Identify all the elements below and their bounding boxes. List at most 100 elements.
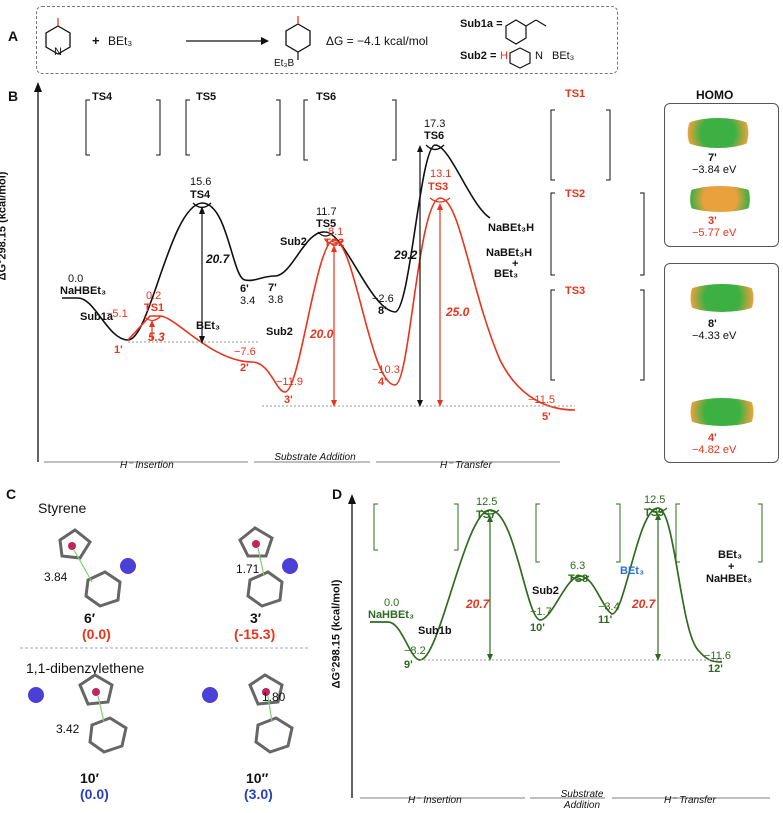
homo-4-name: 4' — [708, 432, 717, 444]
level-8-name: TS5 — [316, 218, 337, 230]
panel-b-profile — [34, 82, 645, 463]
struct-6-name: 6′ — [84, 610, 96, 626]
panel-b-letter: B — [8, 88, 19, 104]
d-level-5-value: −3.4 — [598, 601, 620, 613]
sub2-bet3: BEt₃ — [552, 50, 575, 62]
level-13-name: TS3 — [428, 181, 449, 193]
d-level-5-name: 11' — [598, 614, 613, 626]
level-0-name: NaHBEt₃ — [60, 285, 107, 297]
panel-a-letter: A — [8, 28, 19, 44]
ts3-bracket-label: TS3 — [565, 285, 586, 297]
bet3-out-label: BEt₃ — [196, 320, 221, 332]
d-bet3-in: BEt₃ — [620, 565, 645, 577]
homo-7-name: 7' — [708, 152, 717, 164]
d-level-7-value: −11.6 — [704, 650, 732, 662]
sub1a-label: Sub1a = — [460, 18, 503, 30]
d-sub2-label: Sub2 — [532, 585, 559, 597]
panel-c-structures — [20, 526, 310, 754]
level-2-name: TS1 — [144, 302, 165, 314]
homo-3-name: 3' — [708, 215, 717, 227]
level-9-value: 8.1 — [328, 226, 344, 238]
orbital-8 — [680, 284, 764, 312]
homo-4-energy: −4.82 eV — [692, 444, 737, 456]
d-level-0-name: NaHBEt₃ — [368, 609, 415, 621]
d-level-6-value: 12.5 — [644, 494, 666, 506]
homo-8-name: 8' — [708, 318, 717, 330]
sub2-n: N — [535, 50, 543, 62]
sub1b-label: Sub1b — [418, 625, 452, 637]
level-1-value: −5.1 — [106, 308, 128, 320]
d-level-6-name: TS9 — [644, 507, 665, 519]
dist-3: 1.71 — [236, 562, 260, 576]
ts4-label: TS4 — [92, 91, 113, 103]
level-11-name: 8' — [378, 305, 387, 317]
dist-10b: 1.80 — [262, 690, 286, 704]
level-4-name: TS4 — [190, 189, 211, 201]
homo-3-energy: −5.77 eV — [692, 227, 737, 239]
level-9-name: TS2 — [324, 237, 345, 249]
panel-c-letter: C — [6, 486, 17, 502]
d-barrier-ts9: 20.7 — [632, 597, 656, 611]
d-level-0-value: 0.0 — [384, 597, 400, 609]
struct-10-value: (0.0) — [80, 786, 109, 802]
level-10-name: 4' — [378, 376, 387, 388]
level-13-value: 13.1 — [430, 168, 452, 180]
level-3-value: −7.6 — [234, 346, 256, 358]
sub2-arrow-label-a: Sub2 — [280, 236, 307, 248]
d-plus: + — [728, 561, 735, 573]
barrier-ts2: 20.0 — [310, 327, 334, 341]
level-5-value: 3.4 — [240, 295, 256, 307]
phase-d-transfer: H⁻ Transfer — [664, 795, 716, 806]
level-7-name: 3' — [284, 394, 293, 406]
level-4-value: 15.6 — [190, 176, 212, 188]
nabet3h-label-1: NaBEt₃H — [488, 222, 535, 234]
panel-d-profile — [348, 494, 770, 799]
level-5-name: 6' — [240, 283, 249, 295]
d-level-4-name: TS8 — [568, 573, 589, 585]
barrier-ts1: 5.3 — [148, 330, 165, 344]
d-level-2-name: TS7 — [476, 509, 497, 521]
ts6-label: TS6 — [316, 91, 337, 103]
dist-10: 3.42 — [56, 722, 80, 736]
d-level-4-value: 6.3 — [570, 560, 586, 572]
reaction-scheme — [45, 16, 547, 69]
level-2-value: 0.2 — [146, 290, 162, 302]
sub2-label: Sub2 = — [460, 50, 497, 62]
barrier-ts4: 20.7 — [206, 252, 230, 266]
nabet3h-label-2: NaBEt₃H — [486, 247, 533, 259]
barrier-ts6: 29.2 — [394, 248, 418, 262]
d-level-1-value: −8.2 — [404, 645, 426, 657]
d-bet3-out: BEt₃ — [718, 549, 743, 561]
product-boron: Et₃B — [274, 58, 295, 69]
level-14-value: −11.5 — [528, 394, 556, 406]
d-level-7-name: 12' — [708, 663, 723, 675]
delta-g: ΔG = −4.1 kcal/mol — [326, 34, 429, 48]
level-12-value: 17.3 — [424, 118, 446, 130]
reagent-bet3: BEt₃ — [108, 34, 133, 48]
ts5-label: TS5 — [196, 91, 217, 103]
level-11-value: −2.6 — [372, 293, 394, 305]
ts2-bracket-label: TS2 — [565, 188, 586, 200]
ts1-bracket-label: TS1 — [565, 88, 586, 100]
level-14-name: 5' — [542, 411, 551, 423]
bet3-label-b: BEt₃ — [494, 268, 519, 280]
level-10-value: −10.3 — [372, 364, 400, 376]
level-3-name: 2' — [240, 362, 249, 374]
d-nahbet3: NaHBEt₃ — [706, 573, 753, 585]
orbital-7 — [678, 118, 758, 148]
struct-10b-value: (3.0) — [244, 786, 273, 802]
d-level-2-value: 12.5 — [476, 496, 498, 508]
reaction-box — [36, 6, 618, 74]
homo-title: HOMO — [696, 88, 734, 102]
phase-b-transfer: H⁻ Transfer — [440, 460, 492, 471]
level-12-name: TS6 — [424, 130, 445, 142]
level-6-name: 7' — [268, 282, 277, 294]
barrier-ts3: 25.0 — [446, 305, 470, 319]
phase-b-addition: Substrate Addition — [274, 452, 356, 463]
level-1-name: 1' — [114, 344, 123, 356]
level-0-value: 0.0 — [68, 273, 84, 285]
sub1a-arrow-label: Sub1a — [80, 311, 114, 323]
level-7-value: −11.9 — [276, 376, 304, 388]
homo-8-energy: −4.33 eV — [692, 330, 737, 342]
dist-6: 3.84 — [44, 570, 68, 584]
